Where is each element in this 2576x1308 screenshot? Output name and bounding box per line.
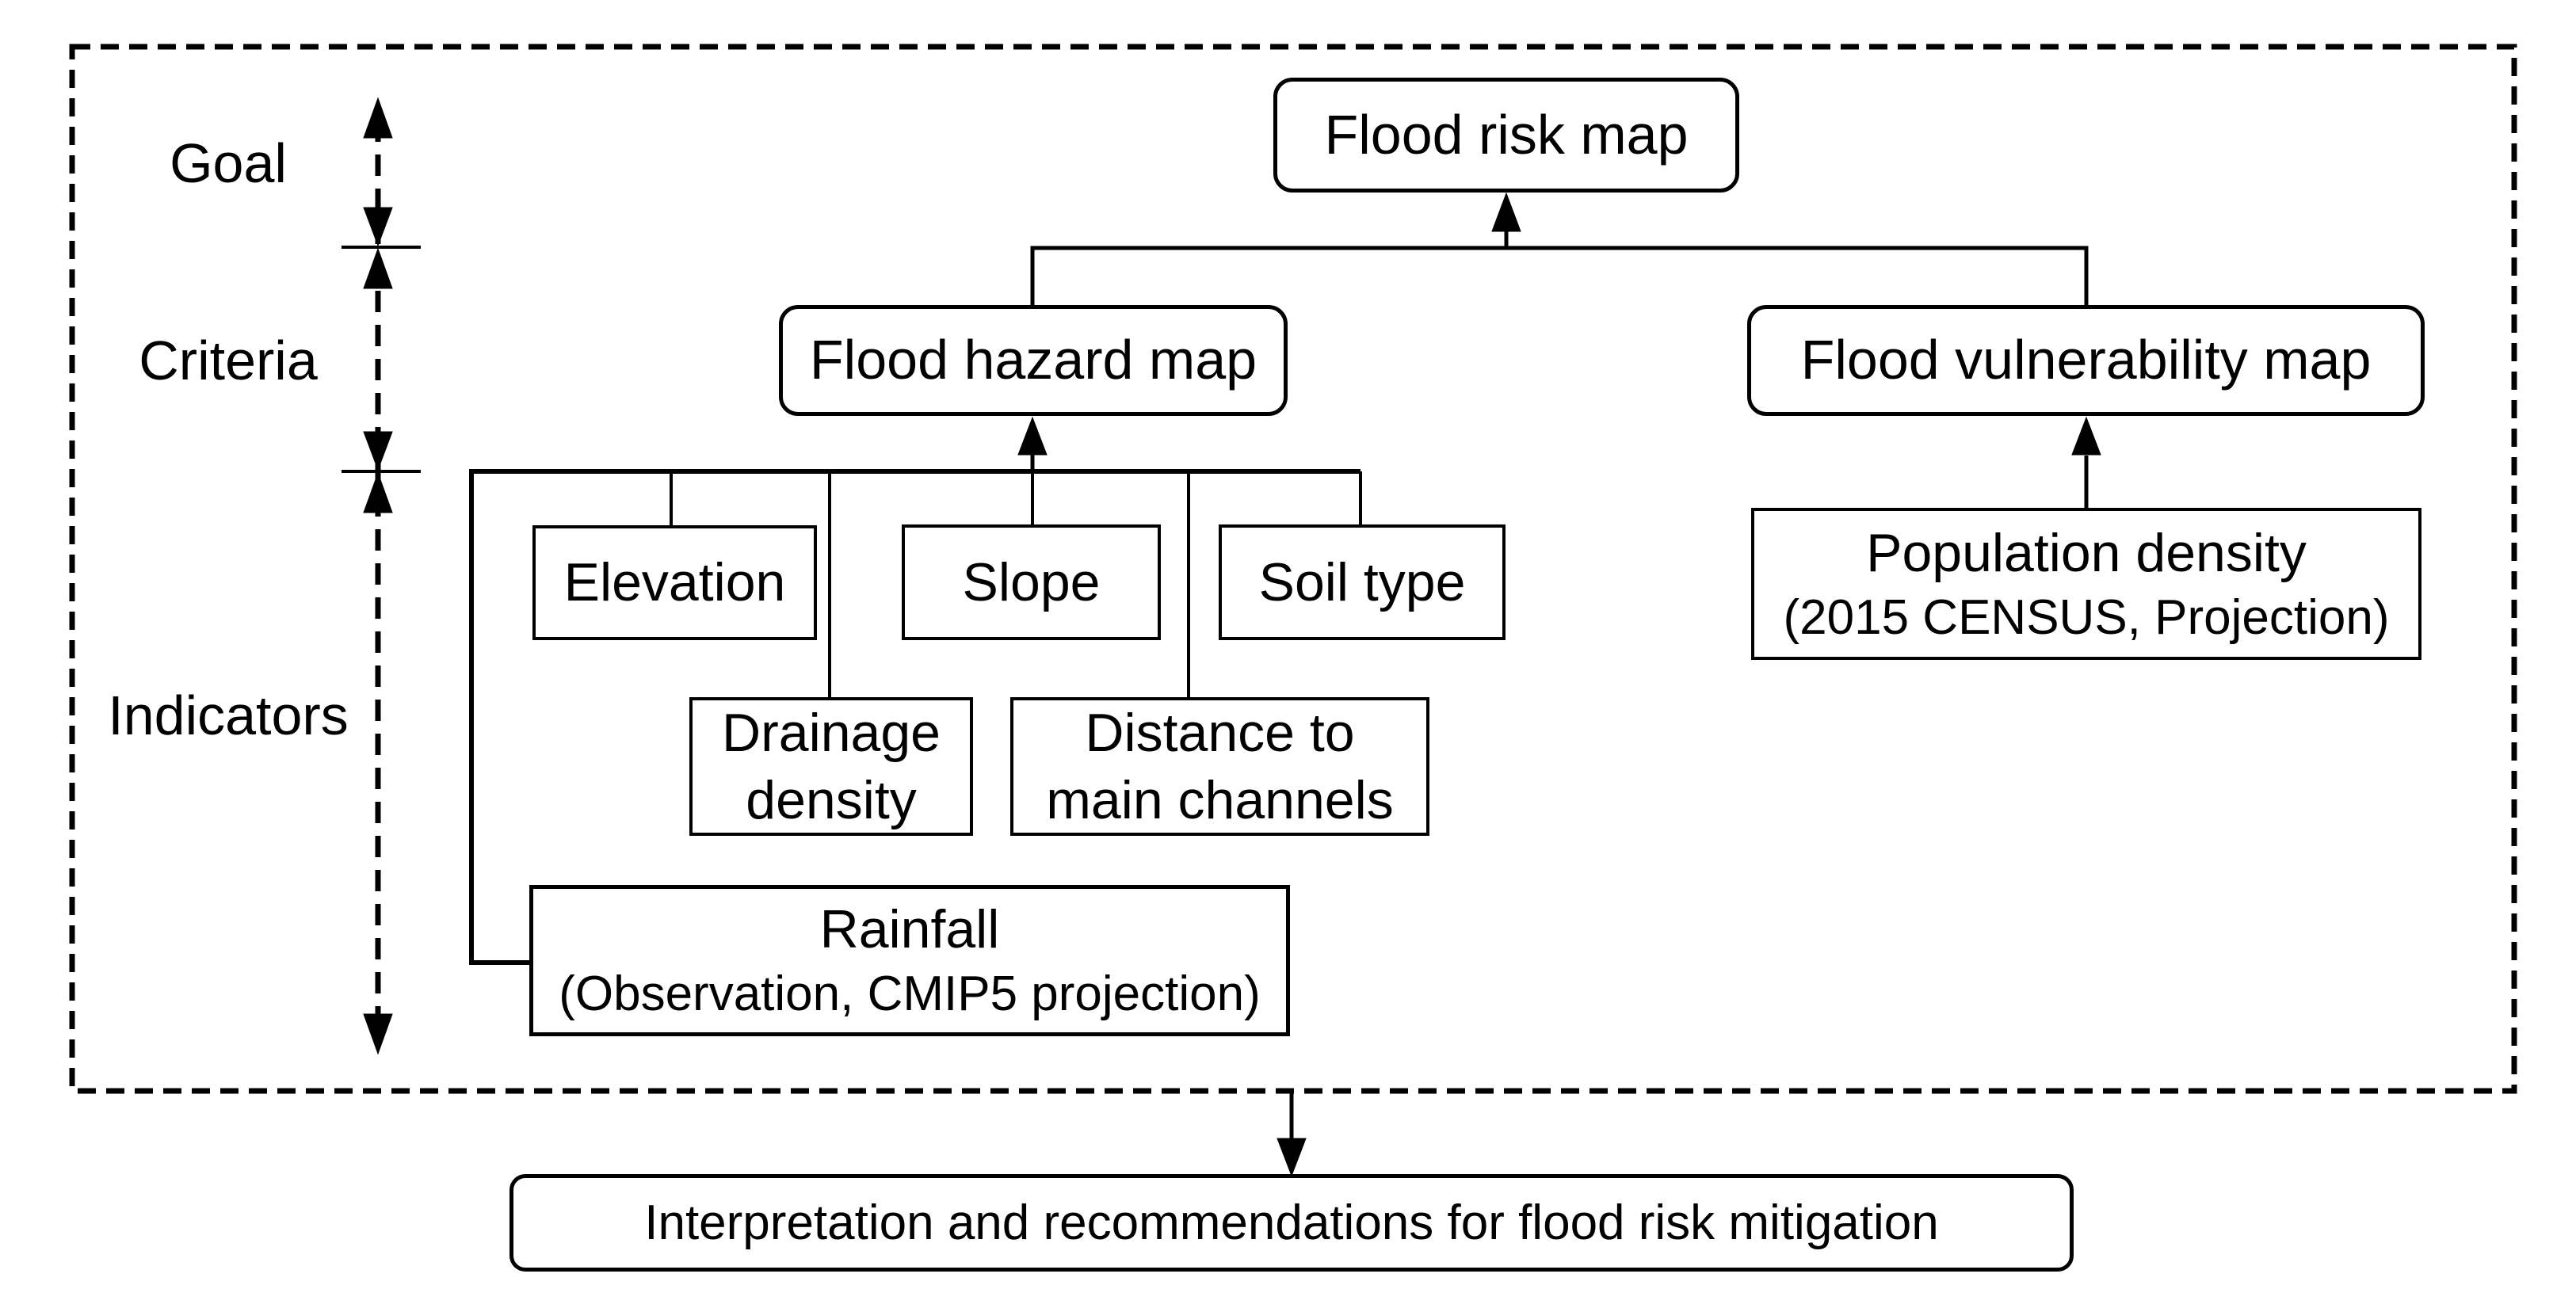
level-label-indicators: Indicators xyxy=(108,685,349,746)
node-drainage-density-line2: density xyxy=(746,769,917,830)
node-soil-type: Soil type xyxy=(1219,524,1506,640)
level-label-goal: Goal xyxy=(170,132,287,194)
criteria-connector xyxy=(1030,246,2089,307)
node-flood-hazard-map-label: Flood hazard map xyxy=(809,329,1257,391)
node-slope: Slope xyxy=(902,524,1161,640)
arrow-up-tick2-icon xyxy=(363,471,393,513)
node-interpretation-label: Interpretation and recommendations for f… xyxy=(644,1195,1939,1250)
node-interpretation: Interpretation and recommendations for f… xyxy=(509,1174,2074,1272)
node-flood-risk-map: Flood risk map xyxy=(1273,78,1739,193)
node-elevation-label: Elevation xyxy=(563,552,786,612)
node-flood-vulnerability-map-label: Flood vulnerability map xyxy=(1800,329,2372,391)
node-soil-type-label: Soil type xyxy=(1258,551,1466,612)
node-rainfall-line1: Rainfall xyxy=(819,899,1000,960)
risk-arrowhead-icon xyxy=(1491,192,1521,232)
level-label-criteria: Criteria xyxy=(139,330,318,391)
tree-connectors xyxy=(469,192,2101,1177)
arrow-down-bottom-icon xyxy=(363,1013,393,1055)
vulnerability-arrowhead-icon xyxy=(2071,416,2101,456)
node-slope-label: Slope xyxy=(962,551,1101,612)
arrow-up-tick1-icon xyxy=(363,247,393,289)
node-drainage-density: Drainage density xyxy=(689,697,973,836)
node-distance-line1: Distance to xyxy=(1085,702,1355,763)
arrow-down-tick1-icon xyxy=(363,207,393,247)
arrow-up-top-icon xyxy=(363,97,393,139)
rainfall-branch xyxy=(469,469,532,965)
node-population-density-line2: (2015 CENSUS, Projection) xyxy=(1783,589,2390,645)
arrow-down-tick2-icon xyxy=(363,431,393,471)
hierarchy-scale-line xyxy=(342,97,421,1055)
node-flood-vulnerability-map: Flood vulnerability map xyxy=(1747,305,2425,416)
node-rainfall-line2: (Observation, CMIP5 projection) xyxy=(559,967,1261,1022)
node-drainage-density-line1: Drainage xyxy=(722,702,941,763)
dashed-frame xyxy=(69,44,2517,1094)
node-distance-line2: main channels xyxy=(1046,769,1394,830)
interpretation-arrowhead-icon xyxy=(1277,1138,1307,1177)
node-elevation: Elevation xyxy=(532,525,817,640)
node-flood-risk-map-label: Flood risk map xyxy=(1324,103,1689,166)
hazard-arrowhead-icon xyxy=(1017,416,1048,456)
node-population-density-line1: Population density xyxy=(1866,522,2307,583)
node-rainfall: Rainfall (Observation, CMIP5 projection) xyxy=(529,885,1290,1036)
node-flood-hazard-map: Flood hazard map xyxy=(779,305,1288,416)
node-distance-to-main-channels: Distance to main channels xyxy=(1010,697,1429,836)
node-population-density: Population density (2015 CENSUS, Project… xyxy=(1751,508,2421,660)
